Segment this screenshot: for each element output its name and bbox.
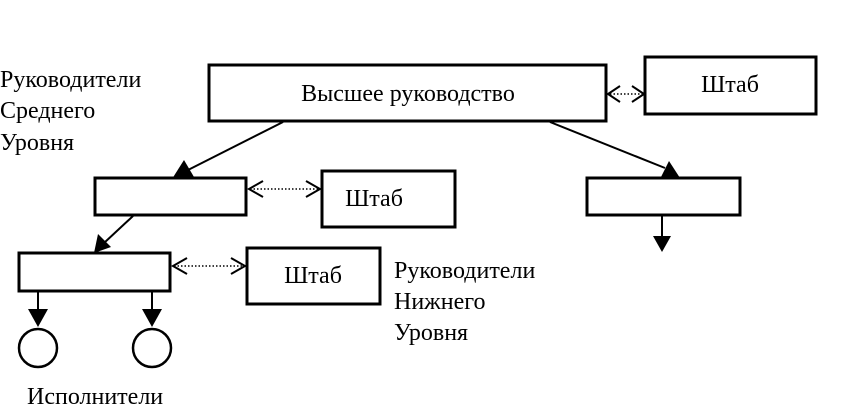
executors-label: Исполнители <box>27 384 163 410</box>
executor-right-circle <box>131 327 173 369</box>
middle-manager-left-box <box>93 176 248 217</box>
middle-managers-line-1: Руководители <box>0 67 141 93</box>
staff-mid-box <box>320 169 457 229</box>
staff-low-node: Штаб <box>245 246 382 306</box>
staff-top-label: Штаб <box>701 72 759 98</box>
arrowhead-icon <box>28 309 48 327</box>
lower-managers-line-1: Руководители <box>394 258 535 284</box>
lower-managers-label: Руководители Нижнего Уровня <box>394 258 535 346</box>
staff-low-label: Штаб <box>284 263 342 289</box>
middle-right-down-arrow <box>653 216 671 252</box>
lower-managers-line-3: Уровня <box>394 320 468 346</box>
top-to-middle-right-arrow <box>549 121 680 178</box>
middle-to-lower-arrow <box>94 215 134 253</box>
middle-managers-line-3: Уровня <box>0 130 74 156</box>
staff-mid-node: Штаб <box>320 169 457 229</box>
staff-mid-link <box>246 180 323 198</box>
left-open-arrowhead-icon <box>606 85 621 103</box>
top-to-middle-left-arrow <box>172 121 284 179</box>
arrowhead-icon <box>653 236 671 252</box>
top-management-label: Высшее руководство <box>301 81 515 107</box>
left-open-arrowhead-icon <box>246 180 264 198</box>
middle-managers-label: Руководители Среднего Уровня <box>0 67 141 156</box>
executor-left-circle <box>17 327 59 369</box>
executor-left-arrow <box>28 292 48 327</box>
arrowhead-icon <box>661 161 680 178</box>
lower-managers-line-2: Нижнего <box>394 289 486 315</box>
staff-top-link <box>606 85 646 103</box>
arrowhead-icon <box>94 234 111 253</box>
staff-top-node: Штаб <box>643 55 818 116</box>
top-management-node: Высшее руководство <box>207 63 608 123</box>
lower-manager-box <box>17 251 172 293</box>
right-open-arrowhead-icon <box>305 180 323 198</box>
arrowhead-icon <box>172 160 194 179</box>
staff-mid-label: Штаб <box>345 186 403 212</box>
staff-low-link <box>170 257 248 275</box>
staff-low-box <box>245 246 382 306</box>
right-open-arrowhead-icon <box>631 85 646 103</box>
executor-right-arrow <box>142 292 162 327</box>
top-management-box <box>207 63 608 123</box>
middle-manager-right-box <box>585 176 742 217</box>
right-open-arrowhead-icon <box>230 257 248 275</box>
staff-top-box <box>643 55 818 116</box>
left-open-arrowhead-icon <box>170 257 188 275</box>
middle-managers-line-2: Среднего <box>0 98 95 124</box>
arrowhead-icon <box>142 309 162 327</box>
